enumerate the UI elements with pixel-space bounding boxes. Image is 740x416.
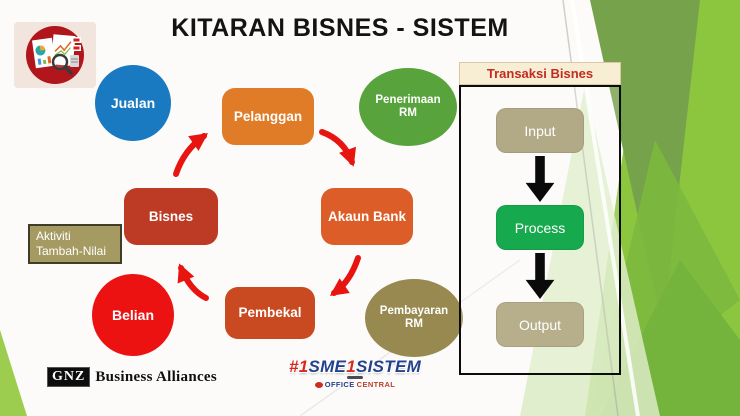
logo-calculator xyxy=(70,55,79,67)
cycle-node-pembayaran-rm: Pembayaran RM xyxy=(365,279,463,357)
gnz-badge: GNZ xyxy=(47,367,91,387)
officecentral-office: OFFICE xyxy=(324,380,355,389)
node-label: Pelanggan xyxy=(233,108,303,124)
cycle-node-bisnes: Bisnes xyxy=(124,188,218,245)
flow-step-process: Process xyxy=(496,205,584,250)
cycle-node-penerimaan-rm: Penerimaan RM xyxy=(359,68,457,146)
magnifier-icon xyxy=(51,53,69,71)
down-arrow-icon xyxy=(522,250,558,302)
arrow-pelanggan-to-akaunbank xyxy=(319,129,357,167)
cycle-node-akaun-bank: Akaun Bank xyxy=(321,188,413,245)
gnz-business-alliances-logo: GNZ Business Alliances xyxy=(47,367,217,387)
sme-part-hash1: #1 xyxy=(288,357,309,376)
flow-panel: Input Process Output xyxy=(459,85,621,375)
node-label: Penerimaan RM xyxy=(375,93,441,119)
cycle-node-pembekal: Pembekal xyxy=(225,287,315,339)
annotation-line2: Tambah-Nilai xyxy=(36,244,107,258)
decor-bottom-band xyxy=(600,260,740,416)
gnz-name: Business Alliances xyxy=(95,368,218,385)
flow-step-label: Output xyxy=(518,316,562,333)
flow-step-output: Output xyxy=(496,302,584,347)
sme-part-sistem: SISTEM xyxy=(355,357,422,376)
officecentral-dot-icon xyxy=(314,381,323,388)
flow-step-label: Input xyxy=(524,122,556,139)
down-arrow-icon xyxy=(522,153,558,205)
officecentral-tagline-bar xyxy=(347,376,363,379)
decor-corner-wedge xyxy=(0,330,27,416)
analytics-logo xyxy=(14,22,96,88)
officecentral-central: CENTRAL xyxy=(356,380,396,389)
arrow-akaunbank-to-pembekal xyxy=(329,255,361,296)
arrow-pembekal-to-bisnes xyxy=(177,263,209,301)
annotation-line1: Aktiviti xyxy=(36,229,71,243)
cycle-node-belian: Belian xyxy=(92,274,174,356)
logo-document-left xyxy=(32,37,56,69)
node-label: Jualan xyxy=(110,94,156,111)
cycle-node-pelanggan: Pelanggan xyxy=(222,88,314,145)
1sme1sistem-wordmark: #1SME1SISTEM xyxy=(288,358,422,375)
node-label: Akaun Bank xyxy=(327,208,407,224)
cycle-node-jualan: Jualan xyxy=(95,65,171,141)
page-title: KITARAN BISNES - SISTEM xyxy=(171,14,509,42)
aktiviti-annotation: Aktiviti Tambah-Nilai xyxy=(28,224,122,264)
arrow-bisnes-to-pelanggan xyxy=(173,133,209,177)
panel-header-label: Transaksi Bisnes xyxy=(486,66,594,81)
node-label: Pembayaran RM xyxy=(379,304,449,330)
node-label: Belian xyxy=(111,306,154,323)
flow-step-input: Input xyxy=(496,108,584,153)
node-label: Pembekal xyxy=(238,305,302,321)
logo-document-right xyxy=(50,34,76,66)
flow-step-label: Process xyxy=(514,219,566,236)
sme-part-sme: SME xyxy=(308,357,347,376)
transaksi-bisnes-header: Transaksi Bisnes xyxy=(459,62,621,85)
sme-part-1: 1 xyxy=(346,357,356,376)
node-label: Bisnes xyxy=(148,208,194,224)
